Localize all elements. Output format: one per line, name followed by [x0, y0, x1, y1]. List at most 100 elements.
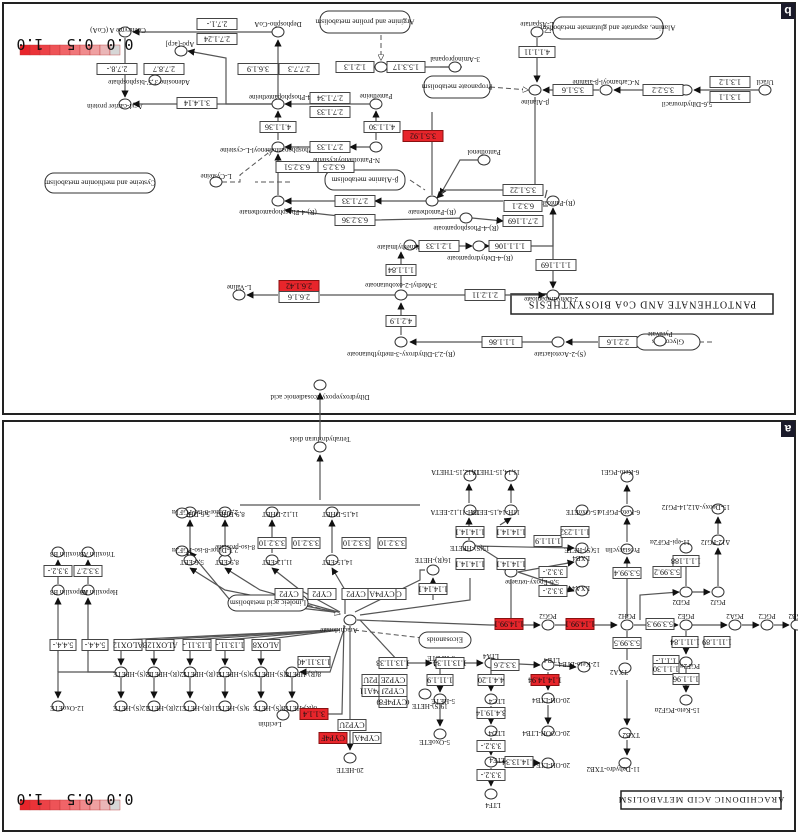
enzyme-box[interactable] [418, 240, 460, 252]
compound-node[interactable] [546, 289, 560, 301]
compound-node[interactable] [369, 98, 383, 110]
compound-node[interactable] [118, 98, 132, 110]
enzyme-box[interactable] [259, 121, 297, 133]
compound-node[interactable] [254, 700, 268, 712]
enzyme-box[interactable] [386, 61, 426, 73]
enzyme-box[interactable] [341, 537, 371, 549]
compound-node[interactable] [218, 700, 232, 712]
map-link-arginine-and-proline-metabolism[interactable] [319, 10, 411, 34]
compound-node[interactable] [546, 195, 560, 207]
enzyme-box[interactable] [291, 537, 321, 549]
enzyme-box[interactable] [43, 565, 73, 577]
compound-node[interactable] [541, 659, 555, 671]
compound-node[interactable] [183, 666, 197, 678]
enzyme-box[interactable] [176, 97, 218, 109]
enzyme-box[interactable] [385, 264, 417, 276]
compound-node[interactable] [175, 545, 189, 557]
enzyme-box[interactable] [494, 618, 524, 630]
compound-node[interactable] [433, 728, 447, 740]
compound-node[interactable] [679, 619, 693, 631]
compound-node[interactable] [760, 619, 774, 631]
compound-node[interactable] [504, 470, 518, 482]
enzyme-box[interactable] [182, 639, 212, 651]
enzyme-box[interactable] [481, 336, 523, 348]
enzyme-box[interactable] [378, 696, 408, 708]
compound-node[interactable] [528, 84, 542, 96]
compound-node[interactable] [343, 614, 357, 626]
compound-node[interactable] [462, 540, 476, 552]
enzyme-box[interactable] [502, 184, 544, 196]
compound-node[interactable] [484, 756, 498, 768]
enzyme-box[interactable] [274, 588, 304, 600]
enzyme-box[interactable] [418, 583, 448, 595]
compound-node[interactable] [254, 666, 268, 678]
enzyme-box[interactable] [299, 708, 329, 720]
compound-node[interactable] [620, 619, 634, 631]
map-link-eicosanoids[interactable] [418, 631, 472, 649]
enzyme-box[interactable] [309, 92, 351, 104]
enzyme-box[interactable] [337, 719, 367, 731]
compound-node[interactable] [620, 505, 634, 517]
enzyme-box[interactable] [278, 63, 320, 75]
enzyme-box[interactable] [538, 566, 568, 578]
compound-node[interactable] [551, 336, 565, 348]
compound-node[interactable] [147, 666, 161, 678]
compound-node[interactable] [265, 554, 279, 566]
compound-node[interactable] [477, 154, 491, 166]
compound-node[interactable] [790, 619, 798, 631]
enzyme-box[interactable] [275, 161, 319, 173]
compound-node[interactable] [618, 757, 632, 769]
compound-node[interactable] [81, 546, 95, 558]
enzyme-box[interactable] [703, 636, 731, 648]
compound-node[interactable] [369, 141, 383, 153]
compound-node[interactable] [418, 688, 432, 700]
compound-node[interactable] [403, 239, 417, 251]
compound-node[interactable] [653, 335, 667, 347]
enzyme-box[interactable] [552, 84, 594, 96]
compound-node[interactable] [425, 195, 439, 207]
compound-node[interactable] [711, 503, 725, 515]
enzyme-box[interactable] [49, 639, 77, 651]
enzyme-box[interactable] [504, 756, 534, 768]
compound-node[interactable] [114, 666, 128, 678]
enzyme-box[interactable] [455, 558, 485, 570]
enzyme-box[interactable] [671, 636, 699, 648]
compound-node[interactable] [679, 586, 693, 598]
compound-node[interactable] [265, 506, 279, 518]
enzyme-box[interactable] [455, 526, 485, 538]
enzyme-box[interactable] [335, 61, 375, 73]
compound-node[interactable] [575, 556, 589, 568]
enzyme-box[interactable] [215, 639, 245, 651]
compound-node[interactable] [484, 725, 498, 737]
enzyme-box[interactable] [488, 240, 532, 252]
map-link-alanine-metabolism[interactable] [324, 169, 406, 191]
compound-node[interactable] [374, 61, 388, 73]
compound-node[interactable] [618, 727, 632, 739]
compound-node[interactable] [313, 441, 327, 453]
enzyme-box[interactable] [196, 33, 238, 45]
compound-node[interactable] [541, 725, 555, 737]
enzyme-box[interactable] [367, 588, 397, 600]
enzyme-box[interactable] [196, 18, 238, 30]
compound-node[interactable] [81, 584, 95, 596]
compound-node[interactable] [426, 564, 440, 576]
map-link-propanoate-metabolism[interactable] [423, 75, 491, 99]
enzyme-box[interactable] [402, 130, 444, 142]
compound-node[interactable] [679, 694, 693, 706]
compound-node[interactable] [504, 504, 518, 516]
compound-node[interactable] [620, 471, 634, 483]
compound-node[interactable] [118, 26, 132, 38]
enzyme-box[interactable] [496, 526, 526, 538]
compound-node[interactable] [575, 504, 589, 516]
compound-node[interactable] [599, 84, 613, 96]
enzyme-box[interactable] [560, 526, 590, 538]
enzyme-box[interactable] [377, 537, 407, 549]
enzyme-box[interactable] [309, 106, 351, 118]
enzyme-box[interactable] [297, 656, 331, 668]
enzyme-box[interactable] [318, 732, 348, 744]
compound-node[interactable] [711, 534, 725, 546]
enzyme-box[interactable] [530, 674, 560, 686]
enzyme-box[interactable] [709, 76, 751, 88]
enzyme-box[interactable] [278, 291, 320, 303]
enzyme-box[interactable] [496, 558, 526, 570]
